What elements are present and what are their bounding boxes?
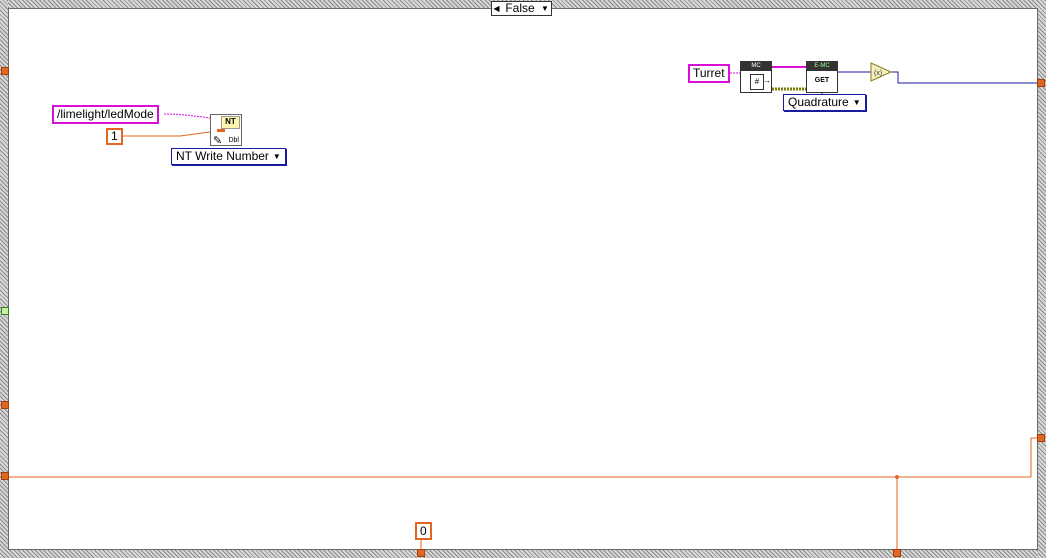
selector-dropdown-icon[interactable]: ▼ [541, 4, 549, 13]
nt-value-constant[interactable]: 1 [106, 128, 123, 145]
nt-header: NT [221, 116, 240, 129]
pencil-icon: ✎ [213, 135, 223, 147]
motor-mode-ring[interactable]: Quadrature▼ [783, 94, 866, 111]
tunnel-left-3[interactable] [1, 472, 9, 480]
wire-junction [895, 475, 899, 479]
nt-type-label: Dbl [228, 137, 239, 144]
nt-write-mode-label: NT Write Number [176, 149, 269, 163]
string-wire-nt-key [163, 113, 211, 119]
motor-name-constant[interactable]: Turret [688, 64, 730, 83]
tunnel-right-2[interactable] [1037, 434, 1045, 442]
nt-write-mode-ring[interactable]: NT Write Number▼ [171, 148, 286, 165]
emc-action-label: GET [814, 77, 830, 84]
emc-header: E-MC [807, 62, 837, 71]
tunnel-bottom-2[interactable] [893, 549, 901, 557]
case-border-right [1038, 0, 1046, 558]
motor-mode-label: Quadrature [788, 95, 849, 109]
chevron-down-icon: ▼ [852, 98, 861, 107]
case-selector[interactable]: ◀ False ▼ [491, 1, 552, 16]
double-wire-right [891, 71, 1038, 84]
chevron-down-icon: ▼ [272, 152, 281, 161]
case-border-left [0, 0, 8, 558]
integer-wire-up [1030, 437, 1038, 477]
mc-header: MC [741, 62, 771, 71]
document-icon: # [750, 74, 764, 90]
mc-open-vi[interactable]: MC # → [740, 61, 772, 93]
emc-get-vi[interactable]: E-MC GET [806, 61, 838, 93]
numeric-icon [217, 129, 225, 132]
bottom-numeric-constant[interactable]: 0 [415, 522, 432, 540]
numeric-wire-nt-value [119, 131, 211, 137]
selector-decrement-icon[interactable]: ◀ [493, 4, 500, 13]
arrow-right-icon: → [763, 76, 771, 85]
nt-write-vi[interactable]: NT ✎ Dbl [210, 114, 242, 147]
to-double-icon: (x) [874, 70, 882, 77]
case-border-bottom [0, 550, 1046, 558]
case-selector-terminal[interactable] [1, 307, 9, 315]
tunnel-left-2[interactable] [1, 401, 9, 409]
tunnel-right-1[interactable] [1037, 79, 1045, 87]
to-double-function[interactable]: (x) [870, 62, 892, 82]
tunnel-bottom-1[interactable] [417, 549, 425, 557]
case-selector-value: False [505, 1, 535, 15]
nt-key-constant[interactable]: /limelight/ledMode [52, 105, 159, 124]
tunnel-left-1[interactable] [1, 67, 9, 75]
